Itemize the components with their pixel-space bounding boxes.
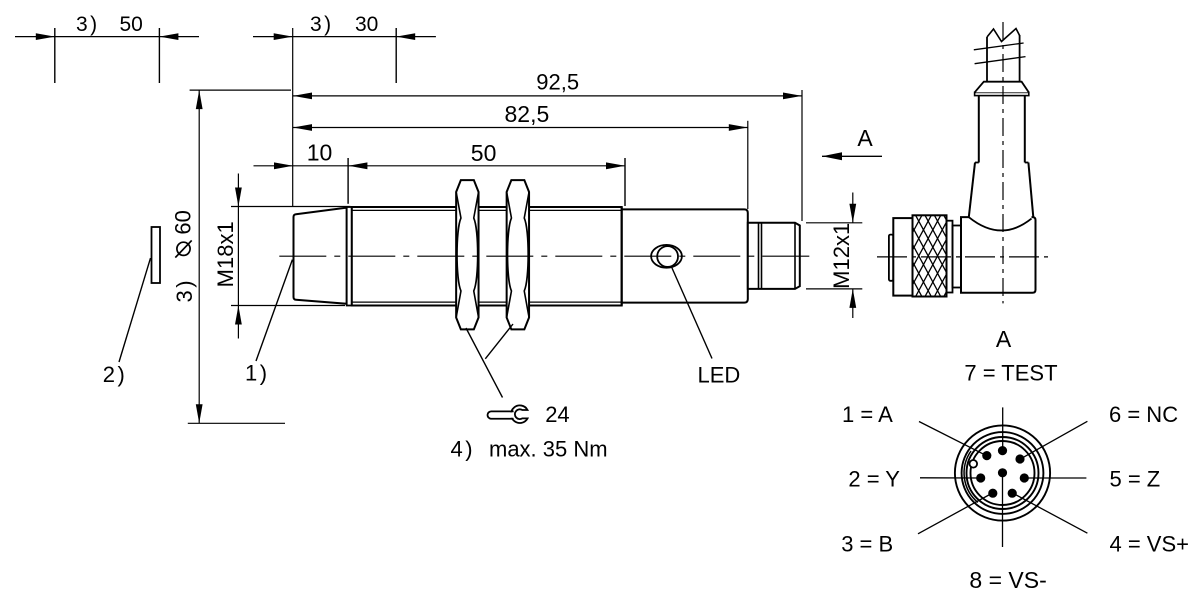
svg-text:8 = VS-: 8 = VS- — [969, 567, 1046, 593]
svg-text:max. 35 Nm: max. 35 Nm — [489, 436, 608, 461]
svg-text:60: 60 — [171, 210, 196, 234]
svg-text:92,5: 92,5 — [536, 70, 579, 95]
svg-text:M12x1: M12x1 — [829, 223, 854, 289]
svg-text:50: 50 — [120, 13, 143, 36]
svg-text:4 = VS+: 4 = VS+ — [1110, 532, 1190, 557]
svg-text:6 = NC: 6 = NC — [1109, 402, 1178, 427]
svg-text:3): 3) — [310, 13, 334, 36]
svg-text:24: 24 — [545, 402, 569, 427]
svg-text:LED: LED — [698, 363, 741, 388]
svg-text:5 = Z: 5 = Z — [1110, 467, 1161, 492]
svg-text:1): 1) — [245, 361, 270, 386]
svg-text:30: 30 — [355, 13, 378, 36]
svg-text:7 = TEST: 7 = TEST — [964, 360, 1057, 385]
svg-text:10: 10 — [307, 140, 333, 166]
svg-text:2): 2) — [103, 362, 128, 387]
svg-text:3 = B: 3 = B — [841, 532, 893, 557]
svg-text:M18x1: M18x1 — [213, 221, 238, 287]
svg-text:2 = Y: 2 = Y — [848, 467, 900, 492]
svg-text:82,5: 82,5 — [505, 101, 550, 127]
svg-text:1 = A: 1 = A — [842, 402, 893, 427]
svg-text:3): 3) — [172, 278, 197, 303]
svg-text:4): 4) — [451, 436, 476, 461]
svg-text:3): 3) — [76, 13, 100, 36]
svg-text:50: 50 — [471, 140, 497, 166]
svg-text:A: A — [996, 326, 1012, 352]
svg-text:A: A — [857, 125, 873, 151]
